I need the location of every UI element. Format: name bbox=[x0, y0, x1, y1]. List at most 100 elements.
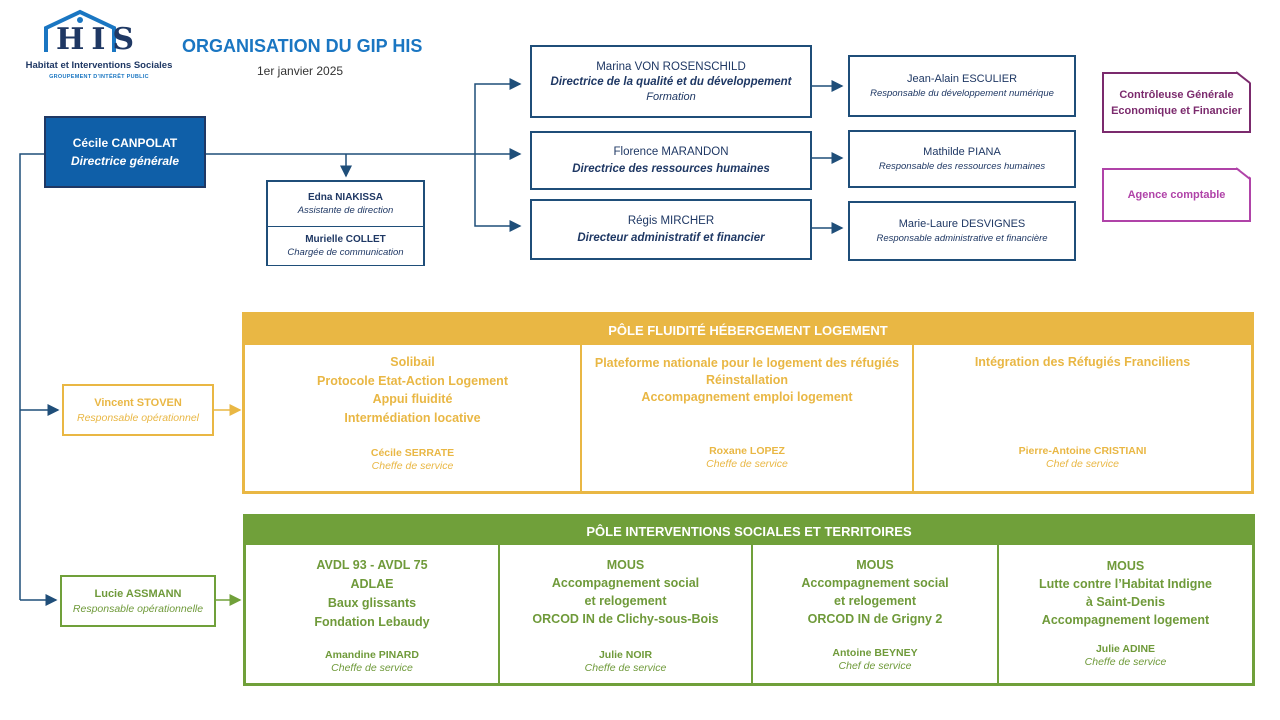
assistant-item: Edna NIAKISSA Assistante de direction bbox=[268, 182, 423, 227]
program-line: Accompagnement social bbox=[801, 576, 949, 590]
logo-subtitle: GROUPEMENT D'INTÉRÊT PUBLIC bbox=[49, 74, 149, 80]
program-line: MOUS bbox=[606, 558, 645, 572]
manager-name: Marie-Laure DESVIGNES bbox=[898, 218, 1026, 230]
director-finance-name: Régis MIRCHER bbox=[627, 215, 715, 227]
program-line: Protocole Etat-Action Logement bbox=[317, 373, 508, 388]
director-quality-role: Directrice de la qualité et du développe… bbox=[550, 75, 792, 88]
program-line: à Saint-Denis bbox=[1085, 595, 1166, 609]
page-title: ORGANISATION DU GIP HIS bbox=[182, 36, 423, 56]
manager-role: Responsable des ressources humaines bbox=[878, 161, 1046, 172]
logo-letters: HIS bbox=[56, 22, 142, 57]
manager-digital-box: Jean-Alain ESCULIER Responsable du dével… bbox=[848, 55, 1076, 117]
logo-name: Habitat et Interventions Sociales bbox=[25, 60, 173, 71]
program-line: Accompagnement social bbox=[551, 576, 700, 590]
program-line: Intermédiation locative bbox=[344, 410, 481, 425]
chef-name: Amandine PINARD bbox=[325, 649, 419, 661]
chef-role: Cheffe de service bbox=[584, 662, 667, 674]
controleuse-label: Contrôleuse Générale Economique et Finan… bbox=[1111, 88, 1242, 117]
corner-fold bbox=[1236, 71, 1251, 84]
director-hr-name: Florence MARANDON bbox=[613, 146, 729, 158]
lead-interventions-box: Lucie ASSMANN Responsable opérationnelle bbox=[60, 575, 216, 627]
director-quality-name: Marina VON ROSENSCHILD bbox=[596, 60, 746, 73]
program-line: MOUS bbox=[1106, 559, 1145, 573]
program-line: Accompagnement logement bbox=[1041, 613, 1210, 627]
chef-name: Julie NOIR bbox=[598, 649, 653, 661]
program-line: ORCOD IN de Clichy-sous-Bois bbox=[532, 612, 719, 626]
interventions-column-lines: MOUS Accompagnement social et relogement… bbox=[500, 545, 751, 628]
corner-fold bbox=[1236, 167, 1251, 180]
interventions-column-lines: MOUS Accompagnement social et relogement… bbox=[753, 545, 997, 628]
lead-name: Lucie ASSMANN bbox=[94, 587, 182, 600]
chef-role: Cheffe de service bbox=[706, 458, 788, 470]
manager-name: Jean-Alain ESCULIER bbox=[906, 73, 1018, 85]
program-line: AVDL 93 - AVDL 75 bbox=[316, 558, 428, 572]
chef-role: Chef de service bbox=[1046, 458, 1119, 470]
assistant-name: Edna NIAKISSA bbox=[307, 192, 383, 203]
interventions-column: AVDL 93 - AVDL 75 ADLAE Baux glissants F… bbox=[246, 545, 500, 683]
assistant-role: Chargée de communication bbox=[287, 247, 404, 258]
chef-role: Cheffe de service bbox=[331, 662, 413, 674]
program-line: Plateforme nationale pour le logement de… bbox=[594, 356, 900, 370]
manager-role: Responsable administrative et financière bbox=[876, 233, 1048, 244]
interventions-column: MOUS Accompagnement social et relogement… bbox=[753, 545, 999, 683]
logo: HIS Habitat et Interventions Sociales GR… bbox=[14, 8, 184, 88]
program-line: ADLAE bbox=[350, 577, 394, 591]
director-hr-box: Florence MARANDON Directrice des ressour… bbox=[530, 131, 812, 190]
manager-role: Responsable du développement numérique bbox=[870, 88, 1054, 99]
chef-name: Antoine BEYNEY bbox=[832, 647, 918, 659]
interventions-column: MOUS Lutte contre l’Habitat Indigne à Sa… bbox=[999, 545, 1252, 683]
lead-role: Responsable opérationnel bbox=[76, 411, 199, 424]
program-line: Intégration des Réfugiés Franciliens bbox=[974, 355, 1191, 369]
manager-name: Mathilde PIANA bbox=[923, 146, 1001, 158]
lead-fluidite-box: Vincent STOVEN Responsable opérationnel bbox=[62, 384, 214, 436]
fluidite-column-lines: Solibail Protocole Etat-Action Logement … bbox=[245, 345, 580, 427]
assistants-box: Edna NIAKISSA Assistante de direction Mu… bbox=[266, 180, 425, 266]
assistant-name: Murielle COLLET bbox=[305, 234, 386, 245]
chef-name: Julie ADINE bbox=[1095, 643, 1156, 655]
pole-fluidite-title: PÔLE FLUIDITÉ HÉBERGEMENT LOGEMENT bbox=[245, 315, 1251, 345]
interventions-column-lines: MOUS Lutte contre l’Habitat Indigne à Sa… bbox=[999, 545, 1252, 629]
interventions-column: MOUS Accompagnement social et relogement… bbox=[500, 545, 753, 683]
chef-role: Chef de service bbox=[838, 660, 912, 672]
director-finance-box: Régis MIRCHER Directeur administratif et… bbox=[530, 199, 812, 260]
director-quality-box: Marina VON ROSENSCHILD Directrice de la … bbox=[530, 45, 812, 118]
chef-name: Cécile SERRATE bbox=[370, 447, 455, 459]
chef-name: Pierre-Antoine CRISTIANI bbox=[1018, 445, 1147, 457]
director-hr-role: Directrice des ressources humaines bbox=[572, 163, 770, 175]
page-date: 1er janvier 2025 bbox=[257, 64, 344, 78]
program-line: Accompagnement emploi logement bbox=[641, 390, 853, 404]
assistant-item: Murielle COLLET Chargée de communication bbox=[268, 227, 423, 265]
program-line: Fondation Lebaudy bbox=[314, 615, 430, 629]
program-line: Baux glissants bbox=[327, 596, 417, 610]
director-role: Directrice générale bbox=[70, 154, 180, 168]
director-name: Cécile CANPOLAT bbox=[72, 136, 178, 150]
lead-role: Responsable opérationnelle bbox=[72, 602, 204, 615]
fluidite-column-lines: Plateforme nationale pour le logement de… bbox=[582, 345, 912, 406]
program-line: et relogement bbox=[584, 594, 667, 608]
pole-interventions: PÔLE INTERVENTIONS SOCIALES ET TERRITOIR… bbox=[243, 514, 1255, 686]
program-line: MOUS bbox=[856, 558, 894, 572]
director-finance-role: Directeur administratif et financier bbox=[577, 232, 765, 244]
manager-hr-box: Mathilde PIANA Responsable des ressource… bbox=[848, 130, 1076, 188]
fluidite-column: Solibail Protocole Etat-Action Logement … bbox=[245, 345, 582, 491]
program-line: Lutte contre l’Habitat Indigne bbox=[1039, 577, 1212, 591]
lead-name: Vincent STOVEN bbox=[94, 396, 182, 409]
pole-fluidite: PÔLE FLUIDITÉ HÉBERGEMENT LOGEMENT Solib… bbox=[242, 312, 1254, 494]
chef-name: Roxane LOPEZ bbox=[709, 445, 785, 457]
fluidite-column: Intégration des Réfugiés Franciliens Pie… bbox=[914, 345, 1251, 491]
director-quality-extra: Formation bbox=[646, 90, 696, 103]
program-line: et relogement bbox=[834, 594, 916, 608]
house-icon bbox=[44, 9, 116, 52]
controleuse-box: Contrôleuse Générale Economique et Finan… bbox=[1102, 72, 1251, 133]
program-line: Appui fluidité bbox=[372, 392, 453, 406]
manager-finance-box: Marie-Laure DESVIGNES Responsable admini… bbox=[848, 201, 1076, 261]
fluidite-column: Plateforme nationale pour le logement de… bbox=[582, 345, 914, 491]
pole-interventions-title: PÔLE INTERVENTIONS SOCIALES ET TERRITOIR… bbox=[246, 517, 1252, 545]
program-line: Solibail bbox=[390, 355, 435, 369]
fluidite-column-lines: Intégration des Réfugiés Franciliens bbox=[914, 345, 1251, 371]
agence-label: Agence comptable bbox=[1127, 189, 1226, 201]
assistant-role: Assistante de direction bbox=[297, 205, 394, 216]
program-line: ORCOD IN de Grigny 2 bbox=[807, 612, 943, 626]
director-box: Cécile CANPOLAT Directrice générale bbox=[44, 116, 206, 188]
